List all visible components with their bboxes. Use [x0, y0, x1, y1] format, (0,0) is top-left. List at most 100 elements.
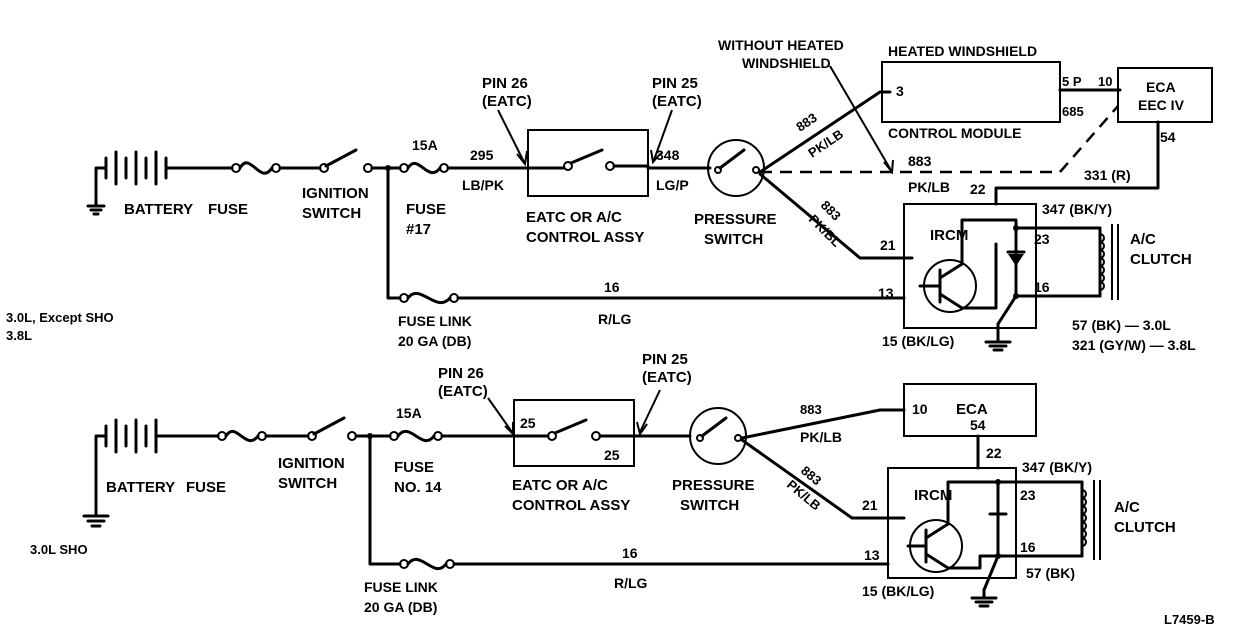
top-w883a-color-label: PK/LB — [805, 126, 846, 160]
top-pin26-sub-label: (EATC) — [482, 93, 532, 110]
bottom-ircm-label: IRCM — [914, 487, 952, 504]
bottom-eca10-label: 10 — [912, 401, 928, 417]
top-pressure-switch-icon — [707, 139, 765, 197]
bottom-ignition-switch-icon — [307, 416, 357, 441]
top-w321-label: 321 (GY/W) — 3.8L — [1072, 337, 1196, 353]
top-pin23-label: 23 — [1034, 231, 1050, 247]
top-w16-label: 16 — [604, 279, 620, 295]
bottom-pin25-label: PIN 25 — [642, 351, 688, 368]
bottom-ignition-label: IGNITION — [278, 455, 345, 472]
top-variant-label: 3.0L, Except SHO — [6, 310, 114, 325]
bottom-pin13-label: 13 — [864, 547, 880, 563]
top-pin25-label: PIN 25 — [652, 75, 698, 92]
top-wire295-color-label: LB/PK — [462, 177, 504, 193]
bottom-fuse-num-label: NO. 14 — [394, 479, 442, 496]
bottom-battery-fuse-icon — [217, 429, 267, 443]
top-battery-icon — [94, 150, 168, 208]
bottom-diode-icon — [988, 479, 1008, 559]
bottom-ground-icon — [82, 514, 110, 528]
top-fuse-num-label: #17 — [406, 221, 431, 238]
top-fuselink2-label: 20 GA (DB) — [398, 333, 471, 349]
top-fuse-label: FUSE — [208, 201, 248, 218]
top-w16-color-label: R/LG — [598, 311, 632, 327]
top-w15-label: 15 (BK/LG) — [882, 333, 954, 349]
bottom-eca-label: ECA — [956, 401, 988, 418]
top-fuse-amp-label: 15A — [412, 137, 438, 153]
bottom-w883a-label: 883 — [800, 402, 822, 417]
top-w347-label: 347 (BK/Y) — [1042, 201, 1112, 217]
top-eca1-label: ECA — [1146, 79, 1176, 95]
top-hw-685-label: 685 — [1062, 104, 1084, 119]
bottom-c25a-label: 25 — [520, 415, 536, 431]
top-ircm-box — [903, 203, 1037, 329]
top-wire348-color-label: LG/P — [656, 177, 689, 193]
top-pressure1-label: PRESSURE — [694, 211, 777, 228]
top-fuselink1-label: FUSE LINK — [398, 313, 472, 329]
bottom-battery-label: BATTERY — [106, 479, 175, 496]
top-pin21-label: 21 — [880, 237, 896, 253]
top-pin26-label: PIN 26 — [482, 75, 528, 92]
top-hw-footer-label: CONTROL MODULE — [888, 125, 1022, 141]
top-ignition-label: IGNITION — [302, 185, 369, 202]
bottom-ircm-ground-icon — [970, 588, 998, 608]
bottom-pin25-sub-label: (EATC) — [642, 369, 692, 386]
bottom-pin23-label: 23 — [1020, 487, 1036, 503]
bottom-control1-label: EATC OR A/C — [512, 477, 608, 494]
bottom-fuse-amp-label: 15A — [396, 405, 422, 421]
top-eatc-switch-icon — [563, 148, 615, 171]
top-eca-box — [1117, 67, 1213, 123]
bottom-pressure-switch-icon — [689, 407, 747, 465]
top-hw-pin-label: 3 — [896, 83, 904, 99]
top-w883b-label: 883 — [908, 153, 932, 169]
top-without2-label: WINDSHIELD — [742, 55, 831, 71]
top-ac1-label: A/C — [1130, 231, 1156, 248]
bottom-fuse-name-label: FUSE — [394, 459, 434, 476]
top-ac2-label: CLUTCH — [1130, 251, 1192, 268]
top-w883b-color-label: PK/LB — [908, 179, 950, 195]
top-fuse17-icon — [399, 161, 449, 175]
top-ignition-switch-icon — [319, 148, 373, 173]
bottom-ircm-transistor-icon — [906, 519, 963, 573]
top-hw-title-label: HEATED WINDSHIELD — [888, 43, 1037, 59]
top-heated-windshield-module — [881, 61, 1061, 123]
bottom-pressure1-label: PRESSURE — [672, 477, 755, 494]
top-switch-label: SWITCH — [302, 205, 361, 222]
bottom-ac1-label: A/C — [1114, 499, 1140, 516]
top-pin22-label: 22 — [970, 181, 986, 197]
top-fuse-link-icon — [399, 291, 459, 305]
bottom-w16-label: 16 — [622, 545, 638, 561]
figure-id-label: L7459-B — [1164, 612, 1215, 627]
bottom-fuse-link-icon — [399, 557, 455, 571]
bottom-pin21-label: 21 — [862, 497, 878, 513]
bottom-fuselink1-label: FUSE LINK — [364, 579, 438, 595]
bottom-pin26-sub-label: (EATC) — [438, 383, 488, 400]
top-ircm-label: IRCM — [930, 227, 968, 244]
top-w57-label: 57 (BK) — 3.0L — [1072, 317, 1171, 333]
bottom-w16-color-label: R/LG — [614, 575, 648, 591]
top-wire348-label: 348 — [656, 147, 680, 163]
top-control2-label: CONTROL ASSY — [526, 229, 644, 246]
bottom-ircm-box — [887, 467, 1017, 579]
bottom-switch-label: SWITCH — [278, 475, 337, 492]
top-battery-label: BATTERY — [124, 201, 193, 218]
bottom-w347-label: 347 (BK/Y) — [1022, 459, 1092, 475]
bottom-fuse-label: FUSE — [186, 479, 226, 496]
top-hw-5p-label: 5 P — [1062, 74, 1082, 89]
bottom-pressure2-label: SWITCH — [680, 497, 739, 514]
top-control1-label: EATC OR A/C — [526, 209, 622, 226]
top-wire295-label: 295 — [470, 147, 494, 163]
top-w883a-label: 883 — [793, 110, 819, 135]
top-variant2-label: 3.8L — [6, 328, 32, 343]
top-eatc-control-box — [527, 129, 649, 197]
top-ground-icon — [86, 204, 106, 216]
top-diode-icon — [1006, 225, 1026, 299]
bottom-fuselink2-label: 20 GA (DB) — [364, 599, 437, 615]
bottom-eatc-switch-icon — [547, 418, 601, 441]
bottom-pin26-label: PIN 26 — [438, 365, 484, 382]
top-without1-label: WITHOUT HEATED — [718, 37, 844, 53]
top-eca54-label: 54 — [1160, 129, 1176, 145]
top-pin13-label: 13 — [878, 285, 894, 301]
bottom-variant-label: 3.0L SHO — [30, 542, 88, 557]
bottom-pin16-label: 16 — [1020, 539, 1036, 555]
bottom-circuit: BATTERY FUSE IGNITION SWITCH 15A FUSE NO… — [30, 351, 1176, 615]
